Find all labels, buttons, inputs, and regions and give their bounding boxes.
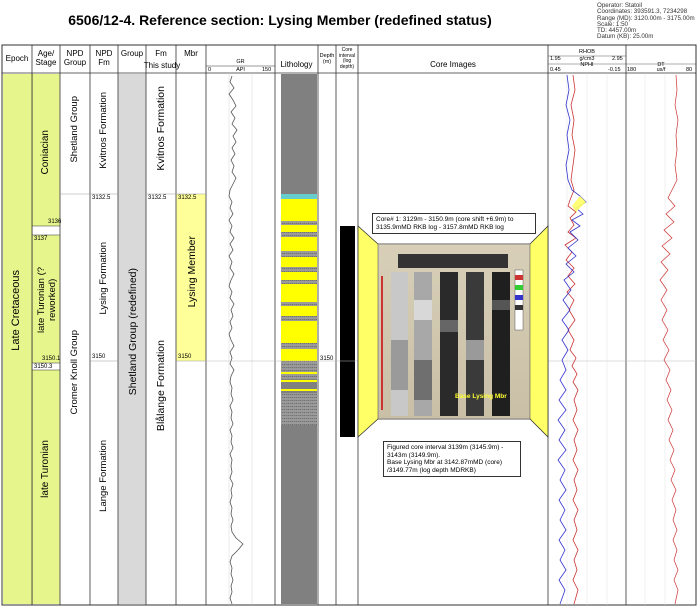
depth-3136: 3136	[48, 219, 62, 225]
dt-unit: us/f	[656, 67, 666, 73]
age-coniacian-fill	[32, 74, 60, 226]
rhob-unit: g/cm3	[579, 56, 595, 62]
header-npd-fm: NPD Fm	[95, 49, 113, 67]
litho-top	[281, 194, 317, 199]
age-reworked-fill	[32, 235, 60, 363]
frame	[1, 44, 697, 606]
gr-curve	[228, 75, 244, 605]
dt-curve	[659, 74, 679, 605]
figured-text: Figured core interval 3139m (3145.9m) - …	[387, 444, 504, 459]
info-operator: Operator: Statoil	[597, 2, 643, 9]
rhob-grid	[566, 73, 666, 605]
mbr-fill	[176, 194, 206, 361]
rhob-nphi-sand-fill	[572, 196, 586, 212]
info-datum: Datum (KB): 25.00m	[597, 33, 654, 41]
epoch-fill	[3, 74, 32, 604]
dt-label: DT	[657, 62, 665, 68]
info-scale: Scale: 1:50	[597, 20, 628, 28]
age-coniacian: Coniacian	[40, 130, 51, 175]
page-title: 6506/12-4. Reference section: Lysing Mem…	[68, 12, 492, 28]
info-range: Range (MD): 3120.00m - 3175.00m	[597, 14, 695, 22]
npd-group-cromer: Cromer Knoll Group	[69, 330, 80, 415]
well-info: Operator: Statoil Coordinates: 393591.3,…	[597, 2, 695, 41]
fm-blaalange: Blålange Formation	[155, 340, 167, 432]
nphi-curve	[557, 74, 587, 605]
rhob-min: 1.95	[550, 56, 561, 62]
fm-depth-3132-5: 3132.5	[148, 195, 167, 201]
header-mbr: Mbr	[184, 49, 198, 58]
mbr-depth-3132-5: 3132.5	[178, 195, 197, 201]
npd-fm-kvitnos: Kvitnos Formation	[98, 92, 109, 169]
header-age: Age/ Stage	[35, 49, 57, 67]
gr-grid	[228, 73, 253, 605]
info-coordinates: Coordinates: 393591.3, 7234298	[597, 8, 688, 16]
depth-3150-3: 3150.3	[34, 364, 53, 370]
litho-sand-beds	[281, 199, 317, 425]
age-late-turonian: late Turonian	[40, 440, 51, 498]
header-npd-group: NPD Group	[63, 49, 87, 67]
npd-group-shetland: Shetland Group	[69, 96, 80, 163]
nphi-min: 0.45	[550, 67, 561, 73]
age-late-turonian-reworked: late Turonian (?reworked)	[36, 267, 58, 334]
header-lithology: Lithology	[280, 60, 313, 69]
fm-kvitnos: Kvitnos Formation	[155, 86, 167, 171]
mbr-depth-3150: 3150	[178, 354, 192, 360]
header-core-interval: Core interval (log depth)	[338, 47, 356, 70]
header-group: Group	[120, 49, 144, 58]
nphi-label: NPHI	[580, 62, 594, 68]
epoch-label: Late Cretaceous	[10, 270, 22, 351]
depth-3137: 3137	[34, 236, 48, 242]
age-late-turonian-fill	[32, 370, 60, 604]
depth-3150-1: 3150.1	[42, 356, 61, 362]
info-td: TD: 4457.00m	[597, 27, 637, 35]
core1-annotation: Core# 1: 3129m - 3150.9m (core shift +6.…	[372, 213, 536, 234]
rhob-max: 2.95	[612, 56, 623, 62]
npd-fm-lange: Lange Formation	[98, 440, 109, 512]
header-fm: Fm	[155, 49, 167, 58]
group-fill	[118, 74, 146, 604]
gr-unit: API	[236, 67, 245, 73]
header-core-images: Core Images	[430, 60, 476, 69]
header-depth: Depth (m)	[319, 53, 335, 65]
age-reworked-box: late Turonian (?reworked)	[34, 250, 58, 350]
dt-min: 180	[627, 67, 637, 73]
npd-depth-3150: 3150	[92, 354, 106, 360]
rhob-curve	[564, 74, 579, 605]
core-slabs	[381, 254, 524, 416]
header-epoch: Epoch	[5, 54, 29, 63]
gr-max: 150	[262, 67, 272, 73]
depth-track-3150: 3150	[320, 356, 334, 362]
nphi-max: -0.15	[608, 67, 621, 73]
mbr-lysing: Lysing Member	[186, 236, 198, 308]
core-interval-bar	[340, 226, 355, 437]
group-redefined: Shetland Group (redefined)	[127, 268, 139, 396]
core-image-label: Base Lysing Mbr	[455, 393, 507, 400]
gr-min: 0	[208, 67, 212, 73]
header-gr: GR	[236, 59, 245, 65]
npd-depth-3132-5: 3132.5	[92, 195, 111, 201]
header-this-study: This study	[143, 61, 181, 70]
rhob-label: RHOB	[579, 49, 595, 55]
base-text: Base Lysing Mbr at 3142.87mMD (core) /31…	[387, 459, 503, 474]
npd-fm-lysing: Lysing Formation	[98, 242, 109, 315]
figured-annotation: Figured core interval 3139m (3145.9m) - …	[383, 441, 521, 477]
dt-max: 80	[686, 67, 693, 73]
